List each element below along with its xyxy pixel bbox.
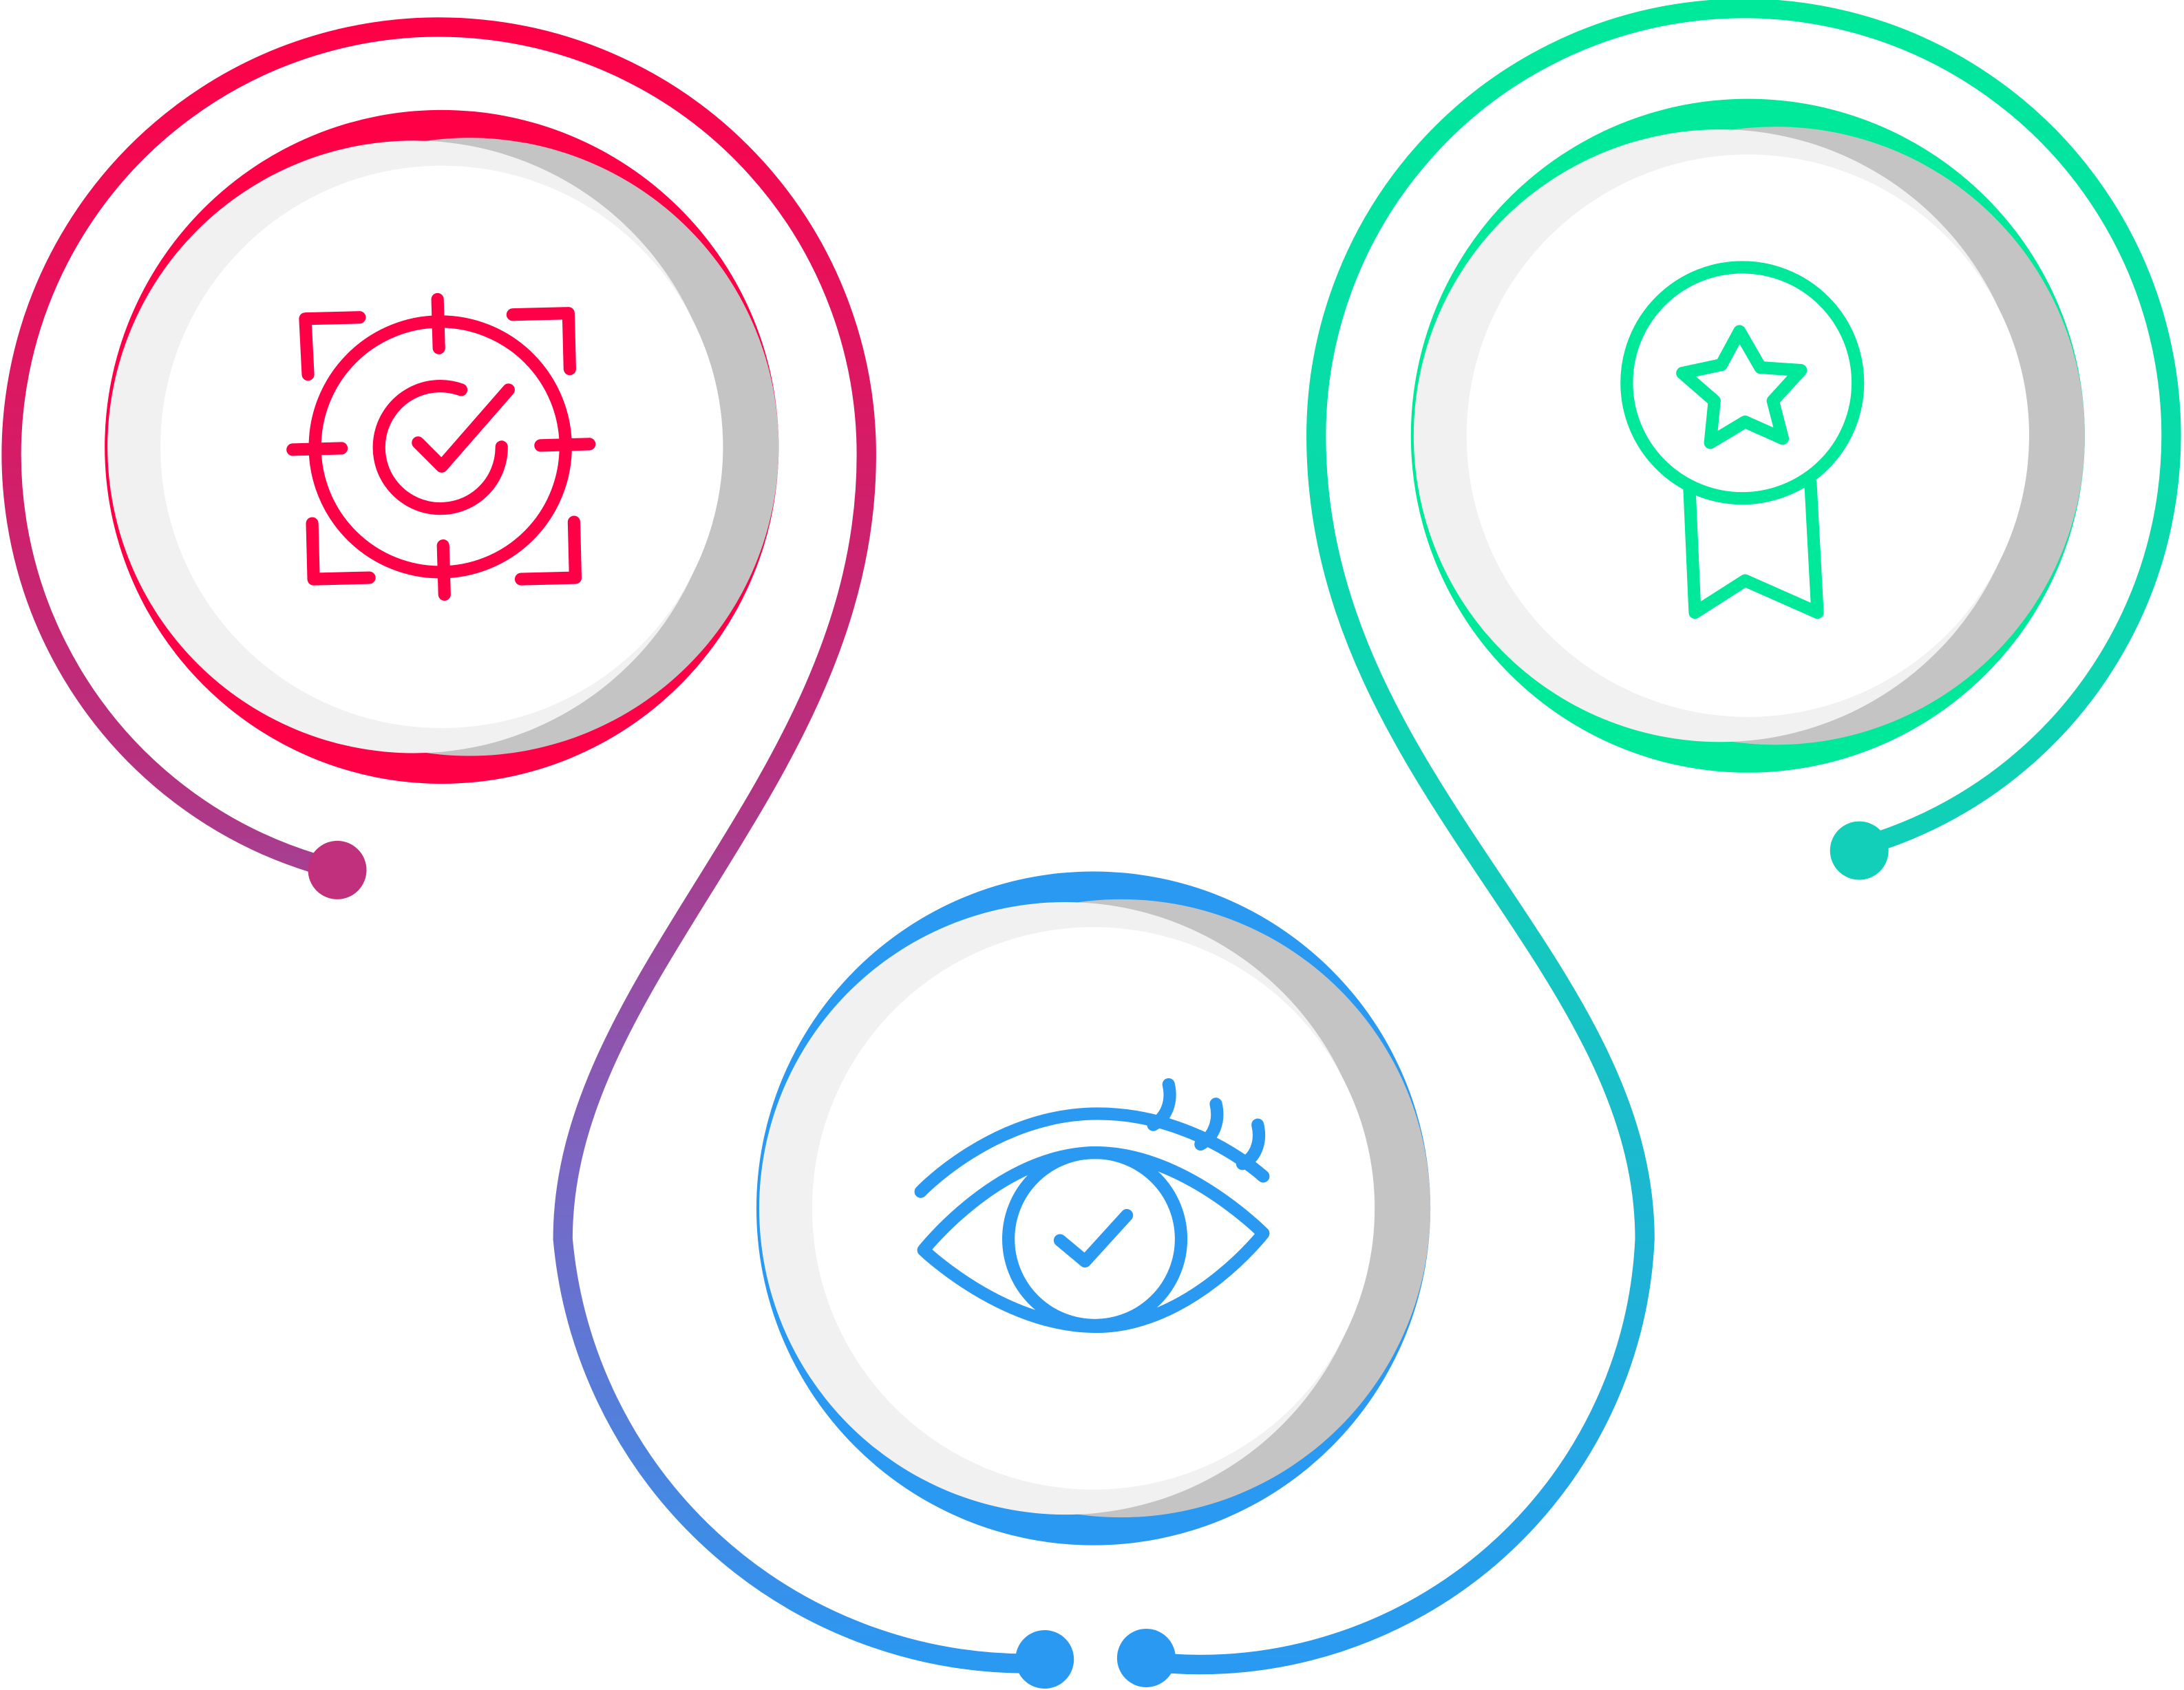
eye-check-icon	[914, 1078, 1270, 1334]
step-2-badge	[756, 871, 1431, 1545]
endpoint-dot-left	[308, 840, 367, 899]
endpoint-dot-bottom-left	[1015, 1630, 1074, 1689]
step-3-badge	[1410, 98, 2085, 773]
target-check-icon	[286, 292, 596, 601]
connector-line-left	[1, 17, 1024, 1673]
connector-line-right	[1169, 0, 2181, 1675]
endpoint-dot-bottom-right	[1116, 1628, 1176, 1687]
award-star-icon	[1620, 261, 1865, 619]
endpoint-dot-right	[1830, 821, 1889, 880]
step-1-badge	[105, 109, 779, 784]
